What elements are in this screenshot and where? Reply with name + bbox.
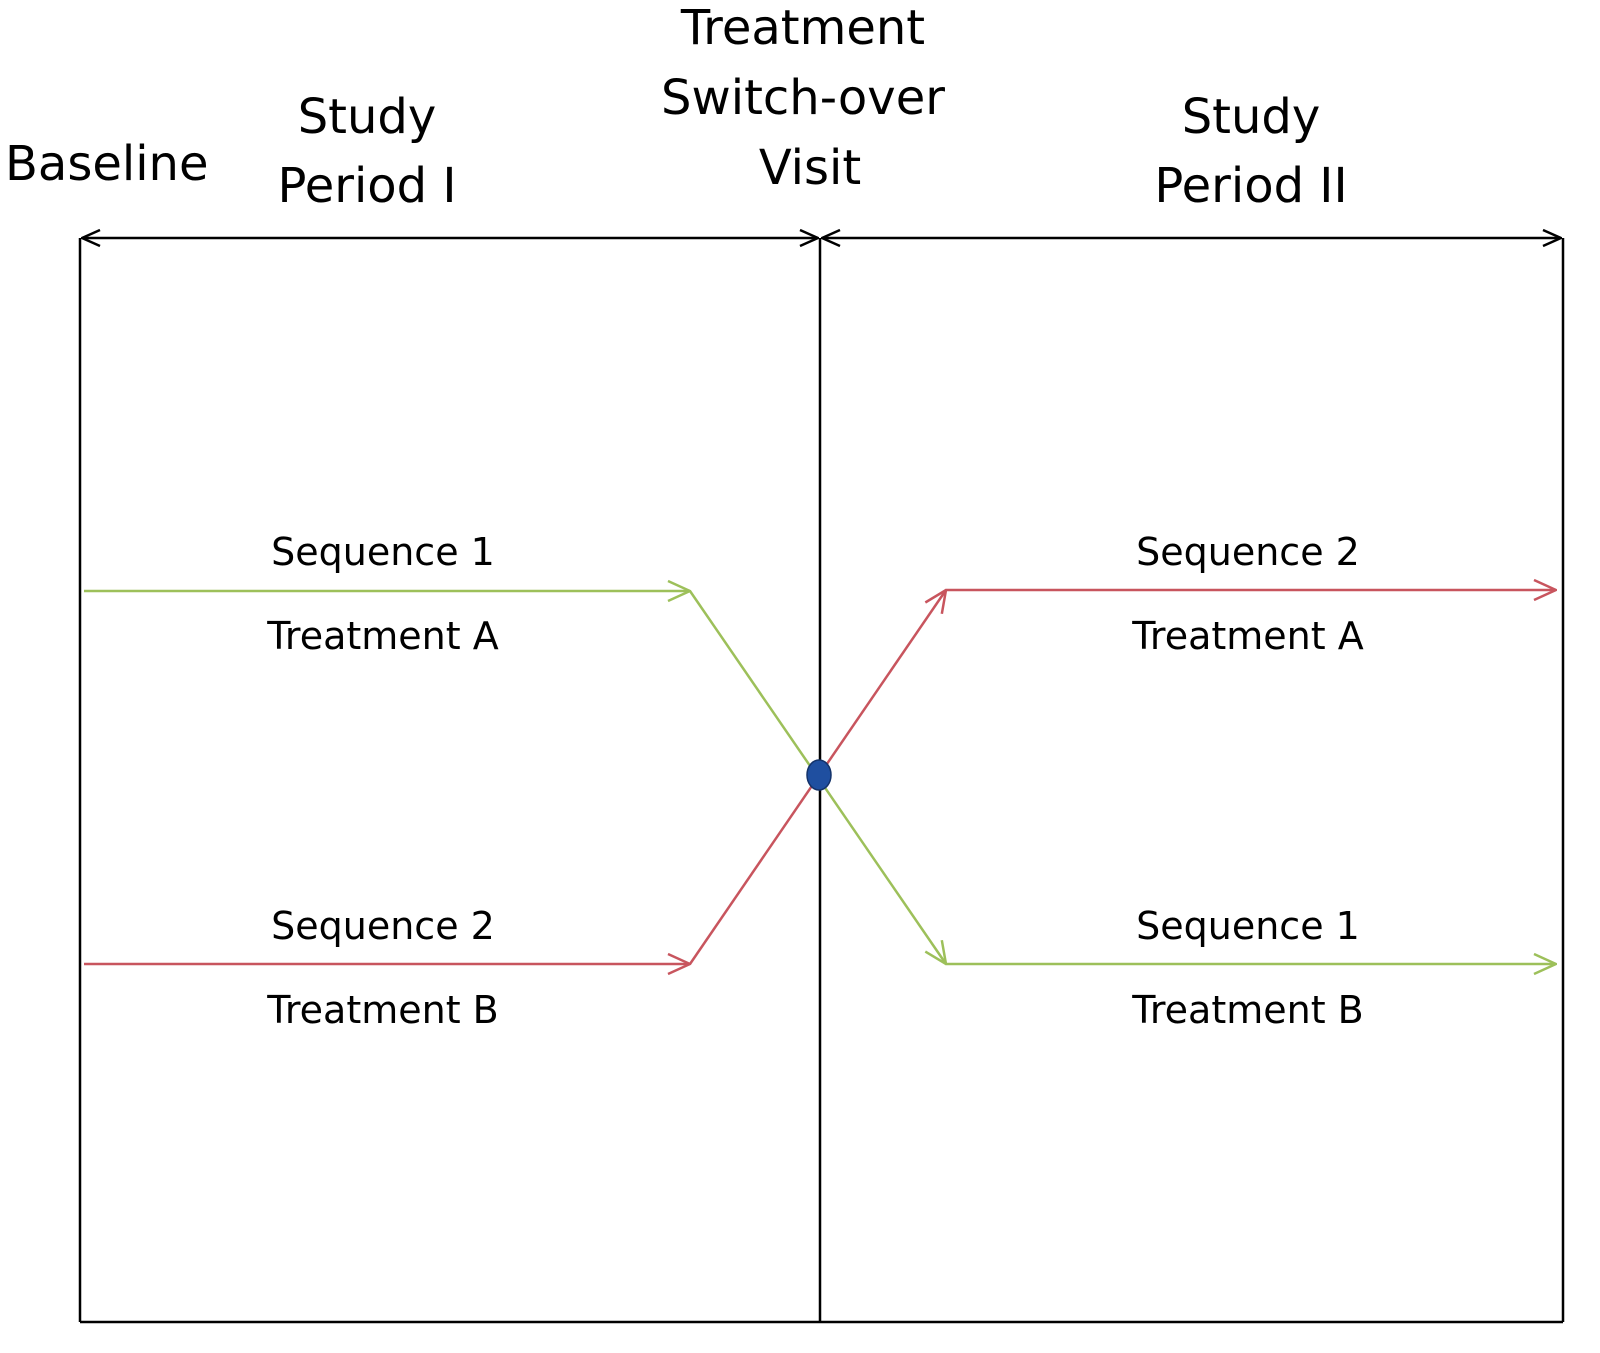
period-2-upper-sequence-label: Sequence 2 bbox=[1136, 530, 1360, 574]
period-1-upper-sequence-label: Sequence 1 bbox=[271, 530, 495, 574]
period-2-upper-treatment-label: Treatment A bbox=[1131, 614, 1363, 658]
switchover-label-line3: Visit bbox=[759, 140, 861, 196]
switchover-label-line1: Treatment bbox=[680, 0, 925, 56]
study-period-1-label-line2: Period I bbox=[277, 158, 456, 214]
period-2-lower-treatment-label: Treatment B bbox=[1131, 988, 1364, 1032]
study-period-1-label-line1: Study bbox=[298, 89, 437, 145]
period-2-lower-sequence-label: Sequence 1 bbox=[1136, 904, 1360, 948]
study-period-2-label-line2: Period II bbox=[1154, 158, 1347, 214]
period-1-upper-treatment-label: Treatment A bbox=[266, 614, 498, 658]
period-1-lower-sequence-label: Sequence 2 bbox=[271, 904, 495, 948]
switchover-label-line2: Switch-over bbox=[661, 70, 945, 126]
switchover-point-marker bbox=[806, 759, 832, 791]
period-1-lower-treatment-label: Treatment B bbox=[266, 988, 499, 1032]
study-period-2-label-line1: Study bbox=[1182, 89, 1321, 145]
baseline-label: Baseline bbox=[5, 136, 209, 192]
